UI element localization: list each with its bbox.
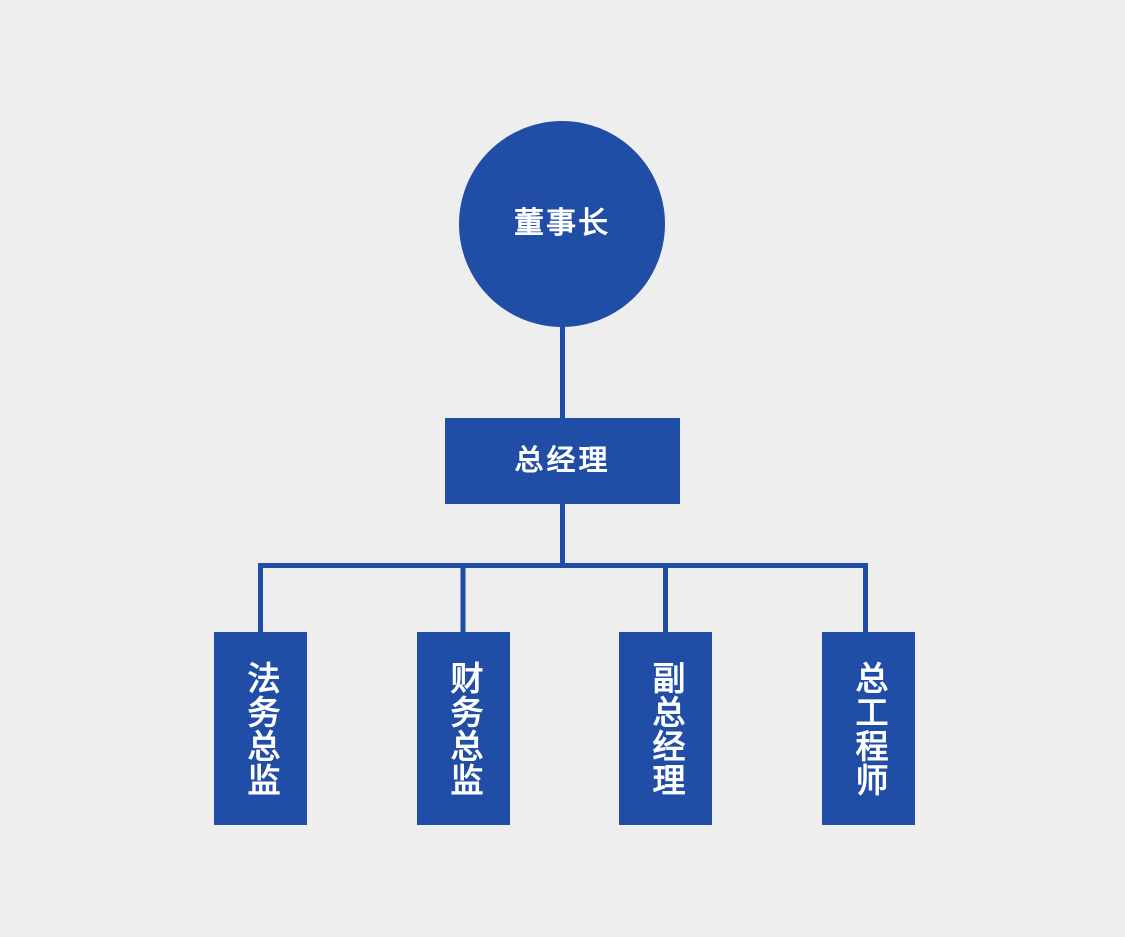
node-legal-director[interactable]: 法务总监 (214, 632, 307, 825)
node-chief-engineer-label: 总工程师 (850, 660, 888, 797)
node-general-manager[interactable]: 总经理 (445, 418, 680, 504)
node-legal-director-label: 法务总监 (242, 660, 280, 797)
node-finance-director[interactable]: 财务总监 (417, 632, 510, 825)
node-chairman[interactable]: 董事长 (459, 121, 665, 327)
node-chief-engineer[interactable]: 总工程师 (822, 632, 915, 825)
node-deputy-general-manager-label: 副总经理 (647, 660, 685, 797)
node-general-manager-label: 总经理 (514, 444, 611, 477)
node-finance-director-label: 财务总监 (445, 660, 483, 797)
node-chairman-label: 董事长 (514, 207, 610, 240)
node-deputy-general-manager[interactable]: 副总经理 (619, 632, 712, 825)
